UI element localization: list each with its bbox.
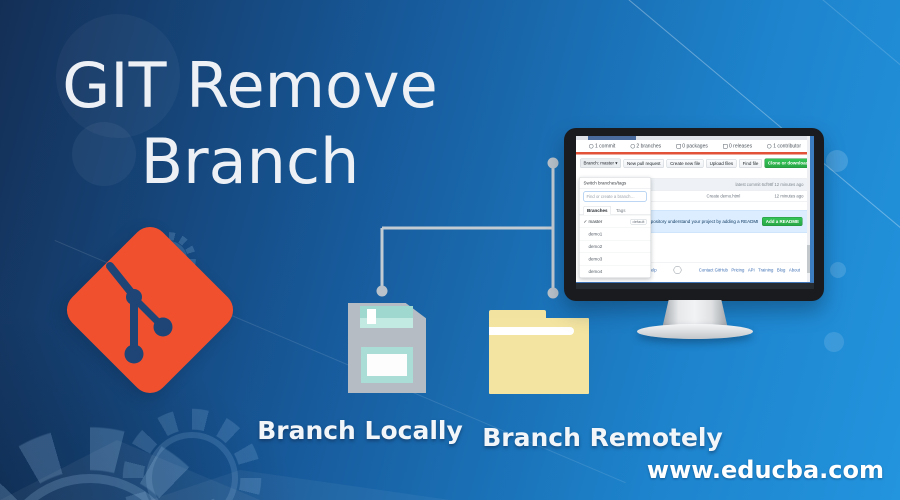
folder-stripe: [489, 327, 574, 335]
scrollbar-thumb[interactable]: [807, 245, 810, 273]
branch-selector-label: Branch: master: [583, 160, 615, 166]
background-dot: [824, 332, 844, 352]
branch-name: demo1: [588, 231, 603, 237]
latest-commit-text: latest commit 6cf98f 12 minutes ago: [735, 182, 804, 187]
footer-link-training[interactable]: Training: [758, 267, 774, 273]
branch-name: demo2: [588, 244, 603, 249]
page-scrollbar[interactable]: [807, 136, 810, 283]
desktop-wallpaper-edge: [810, 136, 814, 283]
background-circle: [56, 14, 180, 138]
branch-list-item-master[interactable]: ✓ master default: [579, 215, 651, 228]
add-readme-button[interactable]: Add a README: [762, 217, 803, 226]
footer-link-blog[interactable]: Blog: [776, 267, 786, 273]
site-watermark: www.educba.com: [646, 456, 884, 484]
nav-packages-label: 0 packages: [682, 143, 708, 149]
nav-releases-label: 0 releases: [729, 143, 753, 149]
floppy-shutter-notch: [367, 309, 376, 324]
nav-commits-label: 1 commit: [595, 143, 616, 149]
tab-tags[interactable]: Tags: [616, 208, 626, 213]
browser-tab-fragment: [588, 136, 636, 140]
footer-link-pricing[interactable]: Pricing: [731, 267, 745, 273]
label-branch-remotely: Branch Remotely: [482, 423, 723, 452]
commit-message[interactable]: Create demo.html: [706, 193, 741, 199]
floppy-shutter: [360, 306, 413, 328]
tag-icon: [723, 143, 728, 149]
branch-name: demo3: [588, 256, 603, 262]
branch-list-item[interactable]: demo4: [579, 265, 651, 278]
clone-label: Clone or download: [767, 160, 809, 166]
folder-icon: [489, 310, 589, 394]
nav-branches[interactable]: 2 branches: [630, 143, 661, 149]
dropdown-title: Switch branches/tags: [579, 178, 651, 189]
readme-banner-text: Help people interested in this repositor…: [587, 219, 759, 224]
background-dot: [830, 262, 846, 278]
nav-commits[interactable]: 1 commit: [589, 143, 615, 149]
branch-name: master: [588, 219, 603, 224]
diagonal-line: [799, 0, 900, 123]
commit-icon: [589, 143, 594, 149]
nav-contributors-label: 1 contributor: [773, 143, 801, 149]
tab-branches[interactable]: Branches: [583, 206, 612, 215]
language-bar: [576, 152, 814, 155]
branch-name: demo4: [588, 269, 603, 274]
nav-releases[interactable]: 0 releases: [723, 143, 752, 149]
upload-files-button[interactable]: Upload files: [706, 158, 737, 168]
gear-icon: [112, 398, 272, 500]
taskbar: [576, 282, 814, 289]
monitor-screen: 1 commit 2 branches 0 packages 0 release…: [576, 136, 814, 289]
title-line-2: Branch: [140, 125, 360, 198]
background-circle: [72, 122, 136, 186]
monitor-stand-base: [637, 324, 753, 339]
footer-link-api[interactable]: API: [747, 267, 755, 273]
branch-list-item[interactable]: demo3: [579, 252, 651, 266]
check-icon: ✓: [583, 218, 588, 224]
repo-toolbar: Branch: master ▾ New pull request Create…: [580, 158, 814, 168]
github-repo-page: 1 commit 2 branches 0 packages 0 release…: [576, 136, 814, 289]
footer-link-help[interactable]: Help: [647, 267, 657, 273]
background-dot: [826, 150, 848, 172]
title-line-1: GIT Remove: [62, 49, 438, 122]
package-icon: [676, 143, 681, 149]
find-file-button[interactable]: Find file: [739, 158, 762, 168]
people-icon: [767, 143, 772, 149]
github-logo-icon[interactable]: [673, 266, 682, 274]
browser-chrome-strip: [576, 136, 814, 140]
new-pull-request-button[interactable]: New pull request: [623, 158, 665, 168]
branch-search-input[interactable]: Find or create a branch…: [583, 191, 647, 202]
floppy-label-inner: [367, 354, 407, 376]
git-branch-icon: [106, 262, 173, 364]
nav-packages[interactable]: 0 packages: [676, 143, 708, 149]
branch-icon: [630, 143, 635, 149]
footer-right-links: Contact GitHub Pricing API Training Blog…: [699, 268, 800, 273]
floppy-label: [361, 347, 413, 383]
caret-down-icon: ▾: [615, 160, 618, 166]
default-badge: default: [630, 218, 647, 225]
branch-dropdown: Switch branches/tags Find or create a br…: [579, 177, 651, 278]
page-title: GIT Remove Branch: [35, 48, 465, 200]
footer-link-about[interactable]: About: [788, 267, 800, 273]
nav-branches-label: 2 branches: [636, 143, 662, 149]
branch-selector-button[interactable]: Branch: master ▾: [580, 158, 622, 168]
floppy-disk-icon: [348, 303, 426, 393]
dropdown-tabs: Branches Tags: [579, 205, 651, 215]
nav-contributors[interactable]: 1 contributor: [767, 143, 801, 149]
footer-link-contact[interactable]: Contact GitHub: [698, 267, 728, 273]
branch-list-item[interactable]: demo2: [579, 240, 651, 253]
create-new-file-button[interactable]: Create new file: [666, 158, 704, 168]
commit-time: 12 minutes ago: [774, 193, 804, 199]
branch-list-item[interactable]: demo1: [579, 227, 651, 241]
label-branch-locally: Branch Locally: [257, 416, 463, 445]
repo-nav: 1 commit 2 branches 0 packages 0 release…: [576, 140, 814, 152]
